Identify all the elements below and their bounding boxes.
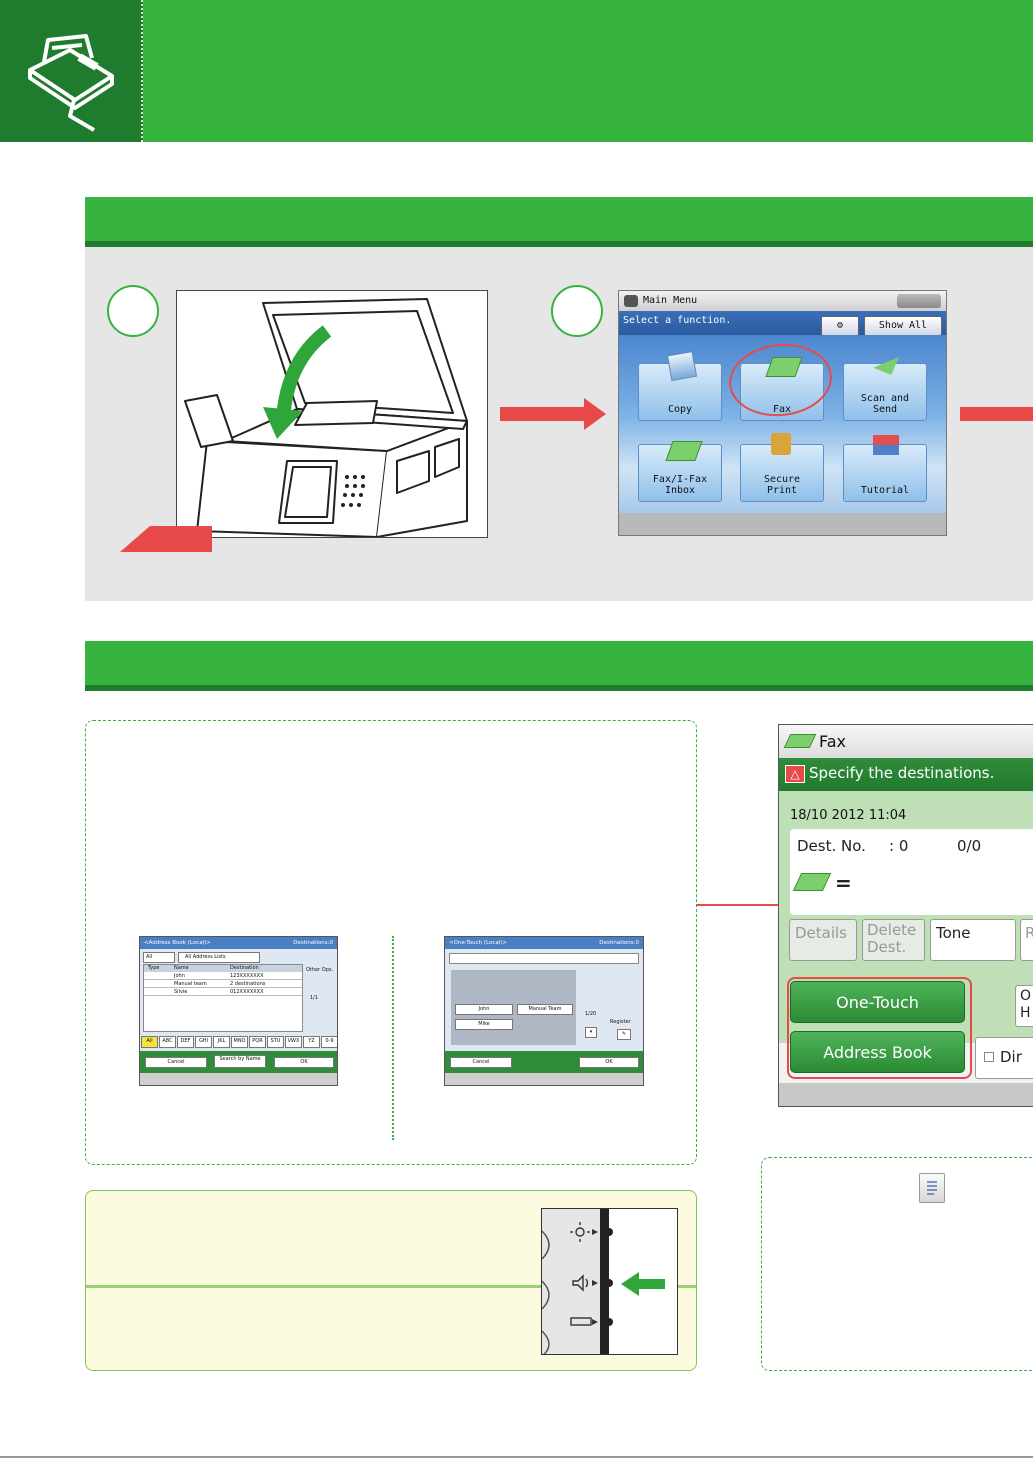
address-book-screen: <Address Book (Local)>Destinations:0 All… <box>139 936 338 1086</box>
destination-panel <box>790 829 1033 915</box>
cancel-button[interactable]: Cancel <box>450 1057 512 1068</box>
index-tabs: All ABC DEF GHI JKL MNO PQR STU VWX YZ 0… <box>141 1036 337 1048</box>
index-tab[interactable]: STU <box>267 1036 284 1048</box>
fax-title: Fax <box>779 725 1033 758</box>
arrow-left-icon <box>120 514 212 558</box>
fax-machine-icon <box>28 34 114 132</box>
cancel-button[interactable]: Cancel <box>145 1057 207 1068</box>
control-panel-illustration <box>541 1208 678 1355</box>
arrow-left-icon <box>621 1272 665 1300</box>
one-touch-button[interactable]: Manual Team <box>517 1004 573 1015</box>
header-icon-box <box>0 0 143 142</box>
dest-no-label: Dest. No. <box>797 837 866 855</box>
one-touch-title-bar: <One-Touch (Local)>Destinations:0 <box>445 937 643 949</box>
tone-button[interactable]: Tone <box>930 919 1016 961</box>
show-all-button[interactable]: Show All <box>864 316 942 336</box>
arrow-right-icon <box>500 398 606 434</box>
menu-icon <box>624 295 638 307</box>
index-tab[interactable]: JKL <box>213 1036 230 1048</box>
bottom-rule <box>0 1456 1033 1458</box>
warning-icon: △ <box>785 765 805 783</box>
copy-icon <box>666 350 698 382</box>
destination-info-box <box>85 720 697 1165</box>
settings-button[interactable]: ⚙ <box>821 316 859 336</box>
address-book-title-bar: <Address Book (Local)>Destinations:0 <box>140 937 337 949</box>
dest-count: 0/0 <box>957 837 982 855</box>
power-button[interactable] <box>897 294 941 308</box>
arrow-right-icon-2 <box>960 405 1033 427</box>
page-indicator: 1/20 <box>585 1011 597 1017</box>
search-by-name-button[interactable]: Search by Name <box>214 1055 266 1068</box>
index-tab[interactable]: PQR <box>249 1036 266 1048</box>
one-touch-button[interactable]: John <box>455 1004 513 1015</box>
main-menu-screen: Main Menu Select a function. ⚙ Show All … <box>618 290 947 536</box>
register-button[interactable]: ✎ <box>617 1029 631 1040</box>
ok-button[interactable]: OK <box>274 1057 334 1068</box>
dest-no-value: : 0 <box>889 837 909 855</box>
page-header <box>0 0 1033 142</box>
fax-datetime: 18/10 2012 11:04 <box>790 808 907 823</box>
one-touch-button[interactable]: One-Touch <box>790 981 965 1023</box>
index-tab[interactable]: 0-9 <box>321 1036 337 1048</box>
index-tab[interactable]: GHI <box>195 1036 212 1048</box>
step-circle-1 <box>107 285 159 337</box>
index-tab[interactable]: MNO <box>231 1036 248 1048</box>
lock-icon <box>771 433 791 455</box>
address-book-button[interactable]: Address Book <box>790 1031 965 1073</box>
one-touch-button[interactable]: Mike <box>455 1019 513 1030</box>
step-circle-2 <box>551 285 603 337</box>
main-menu-title: Main Menu <box>619 291 946 311</box>
fax-screen: Fax Specify the destinations. △ 18/10 20… <box>778 724 1033 1107</box>
index-tab[interactable]: YZ <box>303 1036 320 1048</box>
filter-lists-select[interactable]: All Address Lists <box>178 952 260 963</box>
equals-sign: = <box>835 871 852 895</box>
fax-footer <box>779 1083 1033 1106</box>
index-tab[interactable]: VWX <box>285 1036 302 1048</box>
other-ops-button[interactable]: Other Ops. <box>306 967 334 973</box>
note-box <box>761 1157 1033 1371</box>
section-bar-2 <box>85 641 1033 691</box>
scan-and-send-tile[interactable]: Scan and Send <box>843 363 927 421</box>
one-touch-name-field[interactable] <box>449 953 639 964</box>
column-divider <box>392 936 394 1140</box>
document-icon <box>919 1173 945 1203</box>
section-bar-1 <box>85 197 1033 247</box>
fax-inbox-tile[interactable]: Fax/I-Fax Inbox <box>638 444 722 502</box>
checkbox-icon <box>984 1052 994 1062</box>
one-touch-screen: <One-Touch (Local)>Destinations:0 John M… <box>444 936 644 1086</box>
tip-divider <box>86 1285 696 1288</box>
page-indicator: 1/1 <box>310 995 319 1001</box>
register-label: Register <box>610 1019 631 1025</box>
filter-all-select[interactable]: All <box>143 952 175 963</box>
main-menu-footer <box>619 513 946 535</box>
ok-button[interactable]: OK <box>579 1057 639 1068</box>
signpost-icon <box>873 435 899 455</box>
index-tab[interactable]: All <box>141 1036 158 1048</box>
scanner-drawing <box>184 298 468 538</box>
direct-button[interactable]: Dir <box>975 1037 1033 1079</box>
details-button[interactable]: Details <box>789 919 857 961</box>
scanner-illustration <box>176 290 488 538</box>
user-icon: ⚙ <box>836 320 844 331</box>
index-tab[interactable]: DEF <box>177 1036 194 1048</box>
scroll-down-button[interactable]: ▾ <box>585 1027 597 1038</box>
r-button[interactable]: R <box>1020 919 1033 961</box>
index-tab[interactable]: ABC <box>159 1036 176 1048</box>
fax-message: Specify the destinations. <box>779 758 1033 791</box>
button-highlight-frame <box>787 977 972 1079</box>
